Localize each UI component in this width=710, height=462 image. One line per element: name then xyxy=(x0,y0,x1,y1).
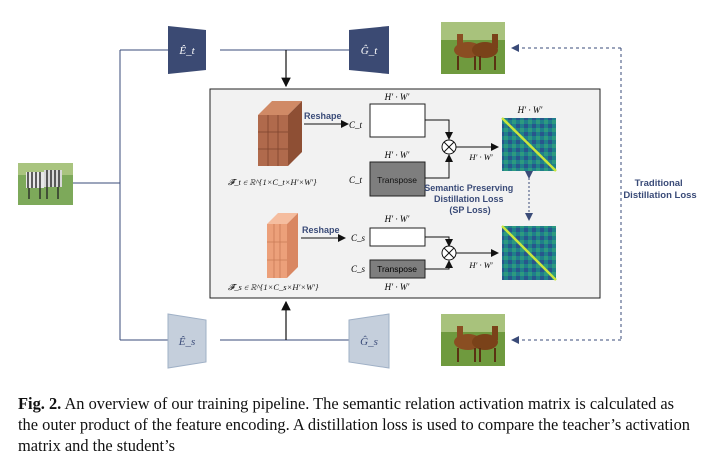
teacher-reshaped-matrix xyxy=(369,103,426,138)
reshape-bottom-label: Reshape xyxy=(302,225,340,235)
teacher-transpose-box xyxy=(369,161,426,197)
hw-label-3: H′ · W′ xyxy=(517,105,544,115)
student-feature-cube xyxy=(267,213,298,278)
student-generator-label: Ĝ_s xyxy=(360,336,378,348)
ct-label-1: C_t xyxy=(349,120,363,130)
hw-label-2: H′ · W′ xyxy=(384,150,411,160)
teacher-generator-label: Ĝ_t xyxy=(361,45,378,57)
student-activation-matrix xyxy=(501,225,557,281)
student-feature-label: 𝓕̂_s ∈ ℝ^{1×C_s×H′×W′} xyxy=(228,282,319,292)
student-outer-product-icon xyxy=(441,245,457,261)
flow-lines xyxy=(73,49,349,341)
teacher-feature-label: 𝓕̂_t ∈ ℝ^{1×C_t×H′×W′} xyxy=(228,177,317,187)
teacher-feature-cube xyxy=(258,101,302,166)
teacher-output-horse-image xyxy=(441,22,505,74)
hw-label-4: H′ · W′ xyxy=(468,152,492,162)
student-encoder-label: Ê_s xyxy=(178,336,196,348)
cs-label-1: C_s xyxy=(351,233,366,243)
teacher-generator-block: Ĝ_t xyxy=(349,26,389,74)
training-pipeline-figure: Ê_t Ĝ_t Ê_s Ĝ_s xyxy=(18,22,697,369)
student-encoder-block: Ê_s xyxy=(167,313,207,369)
teacher-encoder-label: Ê_t xyxy=(178,45,195,57)
input-zebra-image xyxy=(18,163,73,205)
reshape-top-label: Reshape xyxy=(304,111,342,121)
sp-loss-label: Semantic Preserving Distillation Loss (S… xyxy=(424,183,516,215)
traditional-loss-label: Traditional Distillation Loss xyxy=(623,178,696,201)
teacher-activation-matrix xyxy=(501,117,557,172)
transpose-bottom-label: Transpose xyxy=(377,264,417,274)
caption-text: An overview of our training pipeline. Th… xyxy=(18,394,690,455)
caption-label: Fig. 2. xyxy=(18,394,62,413)
student-reshaped-matrix xyxy=(369,227,426,247)
student-output-horse-image xyxy=(441,314,505,366)
ct-label-2: C_t xyxy=(349,175,363,185)
figure-caption: Fig. 2. An overview of our training pipe… xyxy=(18,393,698,456)
teacher-outer-product-icon xyxy=(441,139,457,155)
cs-label-2: C_s xyxy=(351,264,366,274)
hw-label-1: H′ · W′ xyxy=(384,92,411,102)
transpose-top-label: Transpose xyxy=(377,175,417,185)
traditional-distillation-connector xyxy=(511,44,622,344)
hw-label-5: H′ · W′ xyxy=(384,214,411,224)
hw-label-7: H′ · W′ xyxy=(468,260,492,270)
hw-label-6: H′ · W′ xyxy=(384,282,411,292)
student-generator-block: Ĝ_s xyxy=(348,313,390,369)
teacher-encoder-block: Ê_t xyxy=(168,26,206,74)
